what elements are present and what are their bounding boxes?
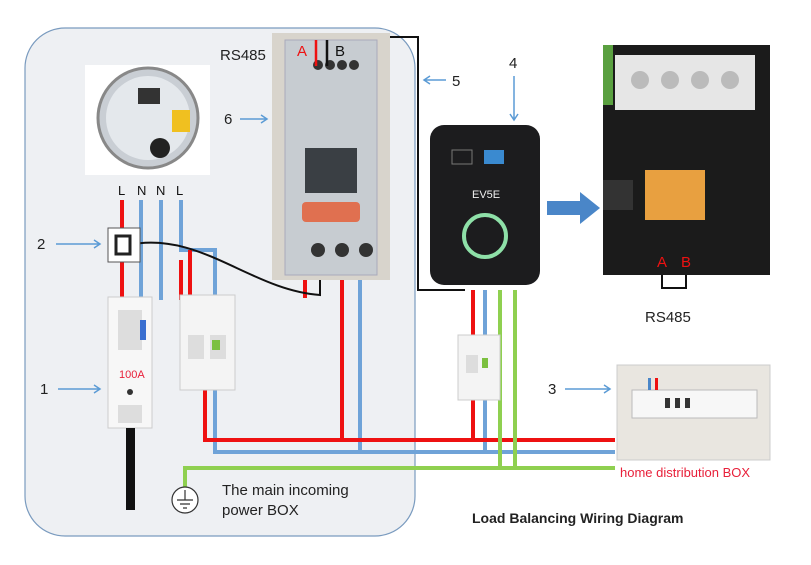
diagram-title: Load Balancing Wiring Diagram bbox=[472, 510, 683, 526]
incoming-cable bbox=[126, 428, 135, 510]
ct-core bbox=[114, 234, 132, 256]
callout-1: 1 bbox=[40, 381, 48, 398]
ct-clamp bbox=[107, 227, 141, 263]
terminal-a-label: A bbox=[297, 43, 307, 60]
main-breaker bbox=[107, 296, 153, 429]
meter-terminal-labels: L N N L bbox=[118, 183, 183, 198]
utility-meter bbox=[85, 65, 210, 175]
big-arrow-icon bbox=[547, 192, 600, 224]
callout-3: 3 bbox=[548, 381, 556, 398]
terminal-a-label-photo: A bbox=[657, 254, 667, 271]
svg-text:N: N bbox=[137, 183, 146, 198]
ground-icon bbox=[171, 486, 199, 514]
callout-2: 2 bbox=[37, 236, 45, 253]
terminal-b-label-photo: B bbox=[681, 254, 691, 271]
home-box-label: home distribution BOX bbox=[620, 465, 750, 480]
live-wires bbox=[120, 200, 615, 442]
callout-6: 6 bbox=[224, 111, 232, 128]
evse-label: EV5E bbox=[472, 189, 500, 201]
svg-text:L: L bbox=[118, 183, 125, 198]
svg-text:N: N bbox=[156, 183, 165, 198]
home-distribution-box bbox=[616, 364, 771, 461]
callout-arrows bbox=[56, 75, 612, 394]
neutral-wires bbox=[139, 200, 615, 454]
rcbo bbox=[179, 294, 236, 391]
breaker-rating: 100A bbox=[119, 369, 145, 381]
evse-charger bbox=[430, 125, 540, 285]
rs485-label-right: RS485 bbox=[645, 309, 691, 326]
main-box-label-line1: The main incoming bbox=[222, 482, 349, 499]
main-box-label-line2: power BOX bbox=[222, 502, 299, 519]
svg-text:L: L bbox=[176, 183, 183, 198]
terminal-photo bbox=[603, 45, 770, 275]
callout-4: 4 bbox=[509, 55, 517, 72]
terminal-b-label: B bbox=[335, 43, 345, 60]
rs485-label-top: RS485 bbox=[220, 47, 266, 64]
acrel-energy-meter bbox=[272, 33, 390, 280]
callout-5: 5 bbox=[452, 73, 460, 90]
evse-breaker bbox=[457, 334, 501, 401]
